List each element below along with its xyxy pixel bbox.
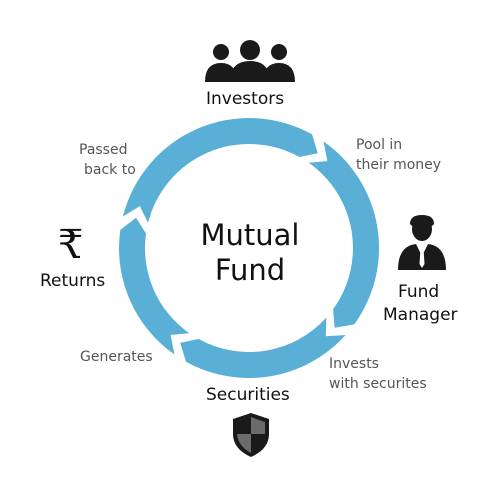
center-title: Mutual Fund xyxy=(150,218,350,288)
step-pool-line2: their money xyxy=(356,157,442,173)
investors-group-icon xyxy=(205,40,295,82)
step-invests-line2: with securites xyxy=(329,376,427,392)
returns-label: Returns xyxy=(40,271,106,291)
rupee-icon: ₹ xyxy=(58,222,84,268)
step-invests-line1: Invests xyxy=(329,356,379,372)
ring-segment-invests xyxy=(180,317,346,378)
step-passed-line1: Passed xyxy=(79,142,128,158)
ring-segment-generates xyxy=(119,217,190,355)
shield-icon xyxy=(233,413,269,457)
center-title-line1: Mutual xyxy=(200,218,300,252)
ring-segment-pool-money xyxy=(308,141,380,328)
step-passed-line2: back to xyxy=(84,162,136,178)
center-title-line2: Fund xyxy=(214,252,286,287)
ring-segment-passed-to-investors xyxy=(122,118,318,223)
securities-label: Securities xyxy=(206,385,290,405)
investors-label: Investors xyxy=(206,89,285,109)
fund-manager-label-line2: Manager xyxy=(383,305,458,325)
step-generates: Generates xyxy=(80,349,153,365)
step-pool-line1: Pool in xyxy=(356,137,403,153)
fund-manager-icon xyxy=(398,215,446,270)
fund-manager-label-line1: Fund xyxy=(398,282,440,302)
